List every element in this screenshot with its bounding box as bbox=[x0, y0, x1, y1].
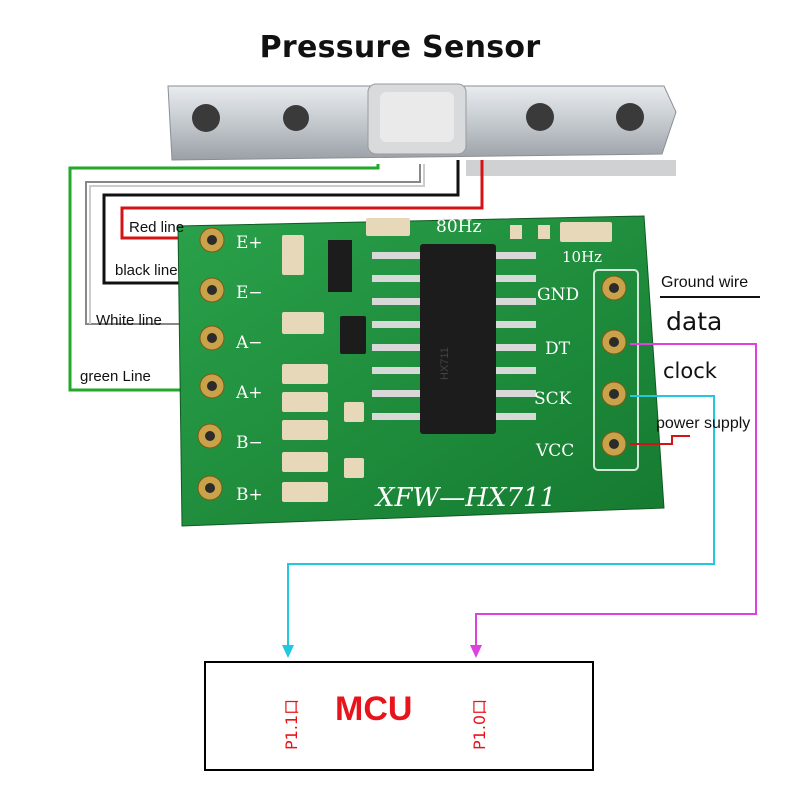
red-wire bbox=[120, 160, 484, 240]
chip-marking: HX711 bbox=[439, 347, 451, 380]
ic-chip-icon bbox=[372, 244, 536, 434]
pin-label-gnd: GND bbox=[537, 285, 579, 305]
pin-label-sck: SCK bbox=[534, 389, 572, 409]
rate-10hz-label: 10Hz bbox=[562, 248, 602, 266]
pin-label-a-plus: A+ bbox=[235, 383, 263, 403]
red-line-label: Red line bbox=[129, 219, 185, 236]
signal-wires bbox=[287, 296, 760, 648]
pin-label-dt: DT bbox=[545, 339, 571, 359]
pin-label-vcc: VCC bbox=[535, 441, 574, 461]
mcu-port-p1-0: P1.0口 bbox=[470, 698, 489, 750]
page-title: Pressure Sensor bbox=[259, 30, 541, 65]
power-supply-label: power supply bbox=[656, 415, 751, 432]
pin-label-b-minus: B− bbox=[236, 433, 263, 453]
ground-wire-label: Ground wire bbox=[661, 274, 749, 291]
mcu-port-p1-1: P1.1口 bbox=[282, 698, 301, 750]
white-wire bbox=[85, 164, 421, 325]
mcu-box bbox=[204, 661, 594, 771]
black-line-label: black line bbox=[115, 262, 178, 279]
white-wire-2 bbox=[89, 164, 425, 324]
pin-label-e-plus: E+ bbox=[236, 233, 263, 253]
black-wire bbox=[102, 160, 460, 285]
board-silkscreen: XFW—HX711 bbox=[374, 483, 556, 513]
green-wire bbox=[68, 164, 380, 392]
white-line-label: White line bbox=[96, 312, 162, 329]
pin-label-e-minus: E− bbox=[236, 283, 263, 303]
power-wire bbox=[630, 435, 690, 445]
load-cell-bar-icon bbox=[167, 83, 677, 176]
rate-80hz-label: 80Hz bbox=[436, 217, 481, 237]
hx711-board-icon: E+ E− A− A+ B− B+ GND DT SCK VCC 80Hz 10… bbox=[177, 215, 665, 527]
mcu-label: MCU bbox=[335, 690, 413, 728]
data-label: data bbox=[666, 307, 723, 336]
pin-label-b-plus: B+ bbox=[236, 485, 263, 505]
arrow-down-icon bbox=[282, 645, 482, 658]
data-wire bbox=[475, 343, 757, 648]
clock-label: clock bbox=[663, 359, 717, 383]
green-line-label: green Line bbox=[80, 368, 151, 385]
pin-label-a-minus: A− bbox=[235, 333, 263, 353]
load-cell-wires bbox=[68, 160, 484, 392]
clock-wire bbox=[287, 395, 715, 648]
